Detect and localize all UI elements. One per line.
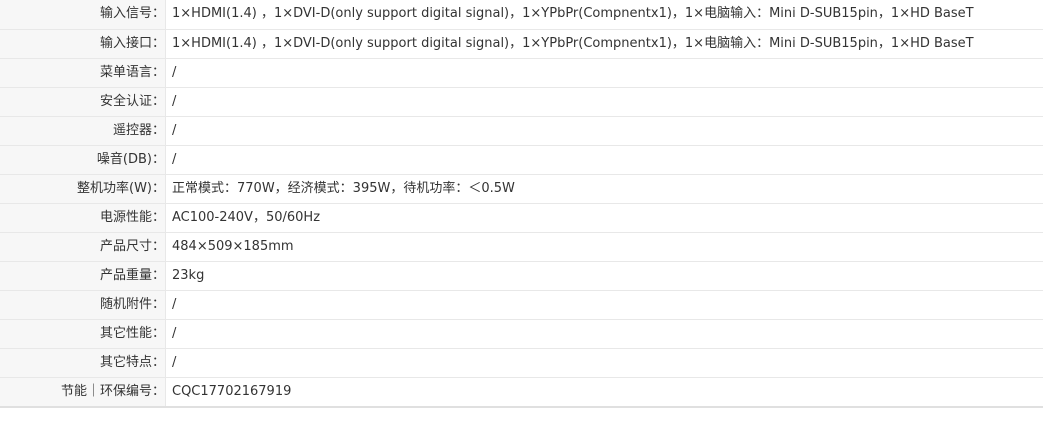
- spec-value: 1×HDMI(1.4) ，1×DVI-D(only support digita…: [165, 0, 1043, 30]
- spec-table-body: 输入信号： 1×HDMI(1.4) ，1×DVI-D(only support …: [0, 0, 1043, 408]
- spec-label: 其它性能：: [99, 325, 165, 341]
- spec-value: /: [165, 348, 1043, 378]
- spec-value: /: [165, 116, 1043, 146]
- spec-value: /: [165, 145, 1043, 175]
- spec-label: 安全认证：: [99, 93, 165, 109]
- spec-value: /: [165, 58, 1043, 88]
- spec-value: /: [165, 290, 1043, 320]
- spec-value: /: [165, 87, 1043, 117]
- spec-row-weight: 产品重量： 23kg: [0, 261, 1043, 291]
- spec-value: CQC17702167919: [165, 377, 1043, 408]
- spec-row-safety-certification: 安全认证： /: [0, 87, 1043, 117]
- spec-label-cell: 菜单语言：: [0, 58, 166, 88]
- spec-row-menu-language: 菜单语言： /: [0, 58, 1043, 88]
- spec-label-cell: 产品重量：: [0, 261, 166, 291]
- spec-row-power: 整机功率(W)： 正常模式：770W，经济模式：395W，待机功率：＜0.5W: [0, 174, 1043, 204]
- spec-value: /: [165, 319, 1043, 349]
- spec-label-cell: 输入信号：: [0, 0, 166, 30]
- spec-row-input-signal: 输入信号： 1×HDMI(1.4) ，1×DVI-D(only support …: [0, 0, 1043, 30]
- spec-label: 噪音(DB)：: [96, 151, 165, 167]
- spec-label: 遥控器：: [112, 122, 165, 138]
- spec-label: 输入接口：: [99, 35, 165, 51]
- spec-label: 产品尺寸：: [99, 238, 165, 254]
- spec-value: 1×HDMI(1.4) ，1×DVI-D(only support digita…: [165, 29, 1043, 59]
- spec-row-dimensions: 产品尺寸： 484×509×185mm: [0, 232, 1043, 262]
- spec-label: 节能｜环保编号：: [60, 383, 165, 399]
- spec-label: 菜单语言：: [99, 64, 165, 80]
- spec-row-power-supply: 电源性能： AC100-240V，50/60Hz: [0, 203, 1043, 233]
- spec-value: 484×509×185mm: [165, 232, 1043, 262]
- spec-table: 输入信号： 1×HDMI(1.4) ，1×DVI-D(only support …: [0, 0, 1043, 408]
- spec-row-other-features: 其它特点： /: [0, 348, 1043, 378]
- spec-label-cell: 节能｜环保编号：: [0, 377, 166, 408]
- spec-label: 整机功率(W)：: [77, 180, 165, 196]
- spec-label-cell: 整机功率(W)：: [0, 174, 166, 204]
- spec-row-input-interface: 输入接口： 1×HDMI(1.4) ，1×DVI-D(only support …: [0, 29, 1043, 59]
- spec-label: 其它特点：: [99, 354, 165, 370]
- spec-label-cell: 输入接口：: [0, 29, 166, 59]
- spec-row-noise: 噪音(DB)： /: [0, 145, 1043, 175]
- spec-label: 产品重量：: [99, 267, 165, 283]
- spec-label-cell: 电源性能：: [0, 203, 166, 233]
- spec-label-cell: 产品尺寸：: [0, 232, 166, 262]
- spec-label-cell: 遥控器：: [0, 116, 166, 146]
- spec-label-cell: 其它性能：: [0, 319, 166, 349]
- spec-value: 23kg: [165, 261, 1043, 291]
- spec-label-cell: 噪音(DB)：: [0, 145, 166, 175]
- spec-row-energy-eco-number: 节能｜环保编号： CQC17702167919: [0, 377, 1043, 408]
- spec-label: 电源性能：: [99, 209, 165, 225]
- spec-label-cell: 其它特点：: [0, 348, 166, 378]
- spec-value: AC100-240V，50/60Hz: [165, 203, 1043, 233]
- spec-label-cell: 安全认证：: [0, 87, 166, 117]
- spec-row-other-performance: 其它性能： /: [0, 319, 1043, 349]
- spec-label-cell: 随机附件：: [0, 290, 166, 320]
- spec-label: 随机附件：: [99, 296, 165, 312]
- spec-label: 输入信号：: [99, 6, 165, 22]
- spec-row-remote-control: 遥控器： /: [0, 116, 1043, 146]
- spec-value: 正常模式：770W，经济模式：395W，待机功率：＜0.5W: [165, 174, 1043, 204]
- spec-row-accessories: 随机附件： /: [0, 290, 1043, 320]
